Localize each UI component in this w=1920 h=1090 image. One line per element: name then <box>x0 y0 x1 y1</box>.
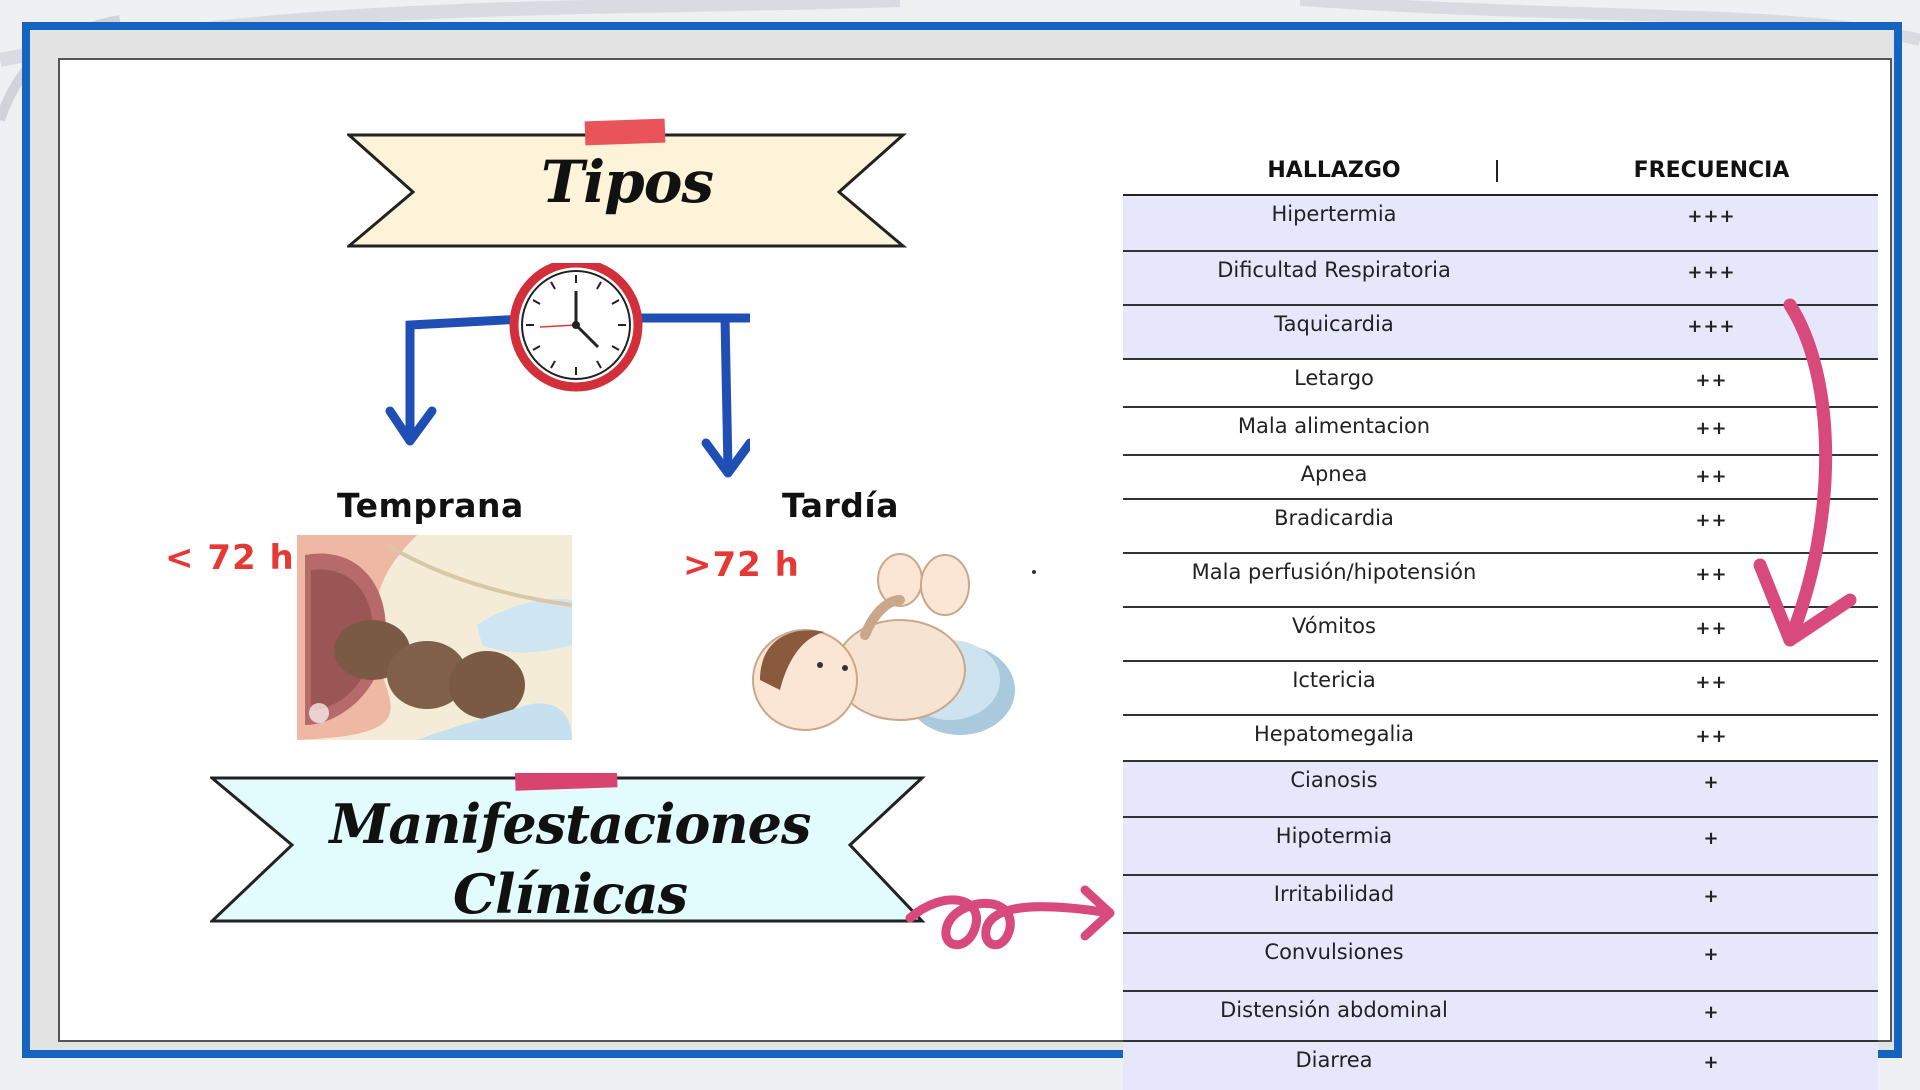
frequency-cell: +++ <box>1687 316 1736 337</box>
header-hallazgo: HALLAZGO <box>1267 158 1401 183</box>
finding-cell: Ictericia <box>1292 668 1376 692</box>
table-row: Mala perfusión/hipotensión ++ <box>1123 554 1878 608</box>
table-row: Hipertermia +++ <box>1123 196 1878 252</box>
frequency-cell: + <box>1703 828 1720 849</box>
table-row: Bradicardia ++ <box>1123 500 1878 554</box>
frequency-cell: ++ <box>1695 672 1728 693</box>
manifestaciones-title: Manifestaciones Clínicas <box>210 789 930 929</box>
table-row: Distensión abdominal + <box>1123 992 1878 1042</box>
table-row: Mala alimentacion ++ <box>1123 408 1878 456</box>
frequency-cell: ++ <box>1695 726 1728 747</box>
finding-cell: Mala perfusión/hipotensión <box>1191 560 1477 584</box>
manifestaciones-line2: Clínicas <box>452 862 688 926</box>
tardia-hours: >72 h <box>683 545 800 585</box>
table-row: Ictericia ++ <box>1123 662 1878 716</box>
frequency-cell: ++ <box>1695 618 1728 639</box>
table-row: Convulsiones + <box>1123 934 1878 992</box>
finding-cell: Cianosis <box>1290 768 1378 792</box>
frequency-cell: ++ <box>1695 466 1728 487</box>
birth-illustration <box>297 535 572 740</box>
table-row: Hipotermia + <box>1123 818 1878 876</box>
frequency-cell: + <box>1703 1002 1720 1023</box>
table-row: Letargo ++ <box>1123 360 1878 408</box>
clock-tree-diagram <box>385 263 750 446</box>
table-row: Taquicardia +++ <box>1123 306 1878 360</box>
dot-decoration <box>1032 570 1036 574</box>
table-row: Diarrea + <box>1123 1042 1878 1090</box>
finding-cell: Hipotermia <box>1275 824 1393 848</box>
type-tardia-label: Tardía <box>782 486 900 525</box>
tipos-banner: Tipos <box>347 110 907 248</box>
finding-cell: Vómitos <box>1292 614 1376 638</box>
finding-cell: Hipertermia <box>1271 202 1397 226</box>
findings-table: HALLAZGO FRECUENCIA Hipertermia+++Dificu… <box>1123 148 1878 1090</box>
table-body: Hipertermia+++Dificultad Respiratoria+++… <box>1123 196 1878 1090</box>
clock-icon <box>509 263 643 392</box>
finding-cell: Distensión abdominal <box>1220 998 1448 1022</box>
finding-cell: Dificultad Respiratoria <box>1217 258 1451 282</box>
finding-cell: Convulsiones <box>1264 940 1404 964</box>
frequency-cell: + <box>1703 944 1720 965</box>
frequency-cell: ++ <box>1695 510 1728 531</box>
finding-cell: Mala alimentacion <box>1237 414 1431 438</box>
frequency-cell: +++ <box>1687 206 1736 227</box>
finding-cell: Bradicardia <box>1274 506 1394 530</box>
right-tree-arrow <box>701 315 750 478</box>
table-row: Apnea ++ <box>1123 456 1878 500</box>
finding-cell: Apnea <box>1300 462 1368 486</box>
tipos-ribbon <box>347 118 907 248</box>
finding-cell: Irritabilidad <box>1273 882 1395 906</box>
frequency-cell: + <box>1703 886 1720 907</box>
temprana-hours: < 72 h <box>165 538 295 578</box>
manifestaciones-banner: Manifestaciones Clínicas <box>210 773 930 926</box>
frequency-cell: ++ <box>1695 564 1728 585</box>
tipos-title: Tipos <box>540 148 714 216</box>
frequency-cell: + <box>1703 1052 1720 1073</box>
finding-cell: Hepatomegalia <box>1253 722 1415 746</box>
table-header: HALLAZGO FRECUENCIA <box>1123 148 1878 196</box>
finding-cell: Taquicardia <box>1274 312 1394 336</box>
manifestaciones-line1: Manifestaciones <box>329 792 812 856</box>
frequency-cell: + <box>1703 772 1720 793</box>
tape-red <box>584 118 666 146</box>
frequency-cell: ++ <box>1695 418 1728 439</box>
table-row: Irritabilidad + <box>1123 876 1878 934</box>
curved-down-arrow-icon <box>1753 298 1857 647</box>
table-row: Hepatomegalia ++ <box>1123 716 1878 762</box>
baby-illustration <box>752 553 1015 735</box>
table-row: Dificultad Respiratoria +++ <box>1123 252 1878 306</box>
header-separator <box>1496 160 1498 182</box>
type-temprana-label: Temprana <box>337 486 524 525</box>
header-frecuencia: FRECUENCIA <box>1633 158 1790 183</box>
frequency-cell: +++ <box>1687 262 1736 283</box>
slide-page: Tipos <box>58 58 1892 1090</box>
table-row: Cianosis + <box>1123 762 1878 818</box>
curly-arrow-icon <box>905 885 1115 950</box>
frequency-cell: ++ <box>1695 370 1728 391</box>
manifestaciones-ribbon <box>210 773 926 923</box>
finding-cell: Letargo <box>1294 366 1374 390</box>
table-row: Vómitos ++ <box>1123 608 1878 662</box>
finding-cell: Diarrea <box>1295 1048 1373 1072</box>
tape-pink <box>514 773 618 791</box>
